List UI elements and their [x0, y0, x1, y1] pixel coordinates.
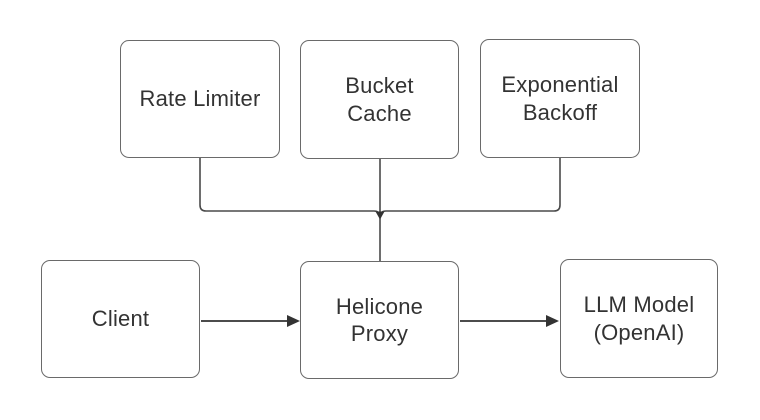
merge-arrowhead-icon [375, 211, 385, 220]
node-bucket-cache-label: Bucket Cache [345, 73, 414, 126]
edge-proxy-to-llm [460, 315, 559, 327]
node-llm-model-label: LLM Model (OpenAI) [583, 292, 695, 345]
node-rate-limiter: Rate Limiter [120, 40, 280, 158]
edge-exponential-backoff-to-proxy [379, 158, 561, 218]
node-rate-limiter-label: Rate Limiter [139, 86, 261, 112]
node-bucket-cache: Bucket Cache [300, 40, 459, 159]
node-client: Client [41, 260, 200, 378]
node-exponential-backoff: Exponential Backoff [480, 39, 640, 158]
node-helicone-proxy-label: Helicone Proxy [335, 293, 424, 347]
node-llm-model: LLM Model (OpenAI) [560, 259, 718, 378]
node-exponential-backoff-label: Exponential Backoff [501, 72, 619, 125]
edge-rate-limiter-to-proxy [199, 158, 381, 218]
arrowhead-icon [546, 315, 559, 327]
node-helicone-proxy: Helicone Proxy [300, 261, 459, 379]
arrowhead-icon [287, 315, 300, 327]
node-client-label: Client [91, 306, 150, 332]
edge-client-to-proxy [201, 315, 300, 327]
